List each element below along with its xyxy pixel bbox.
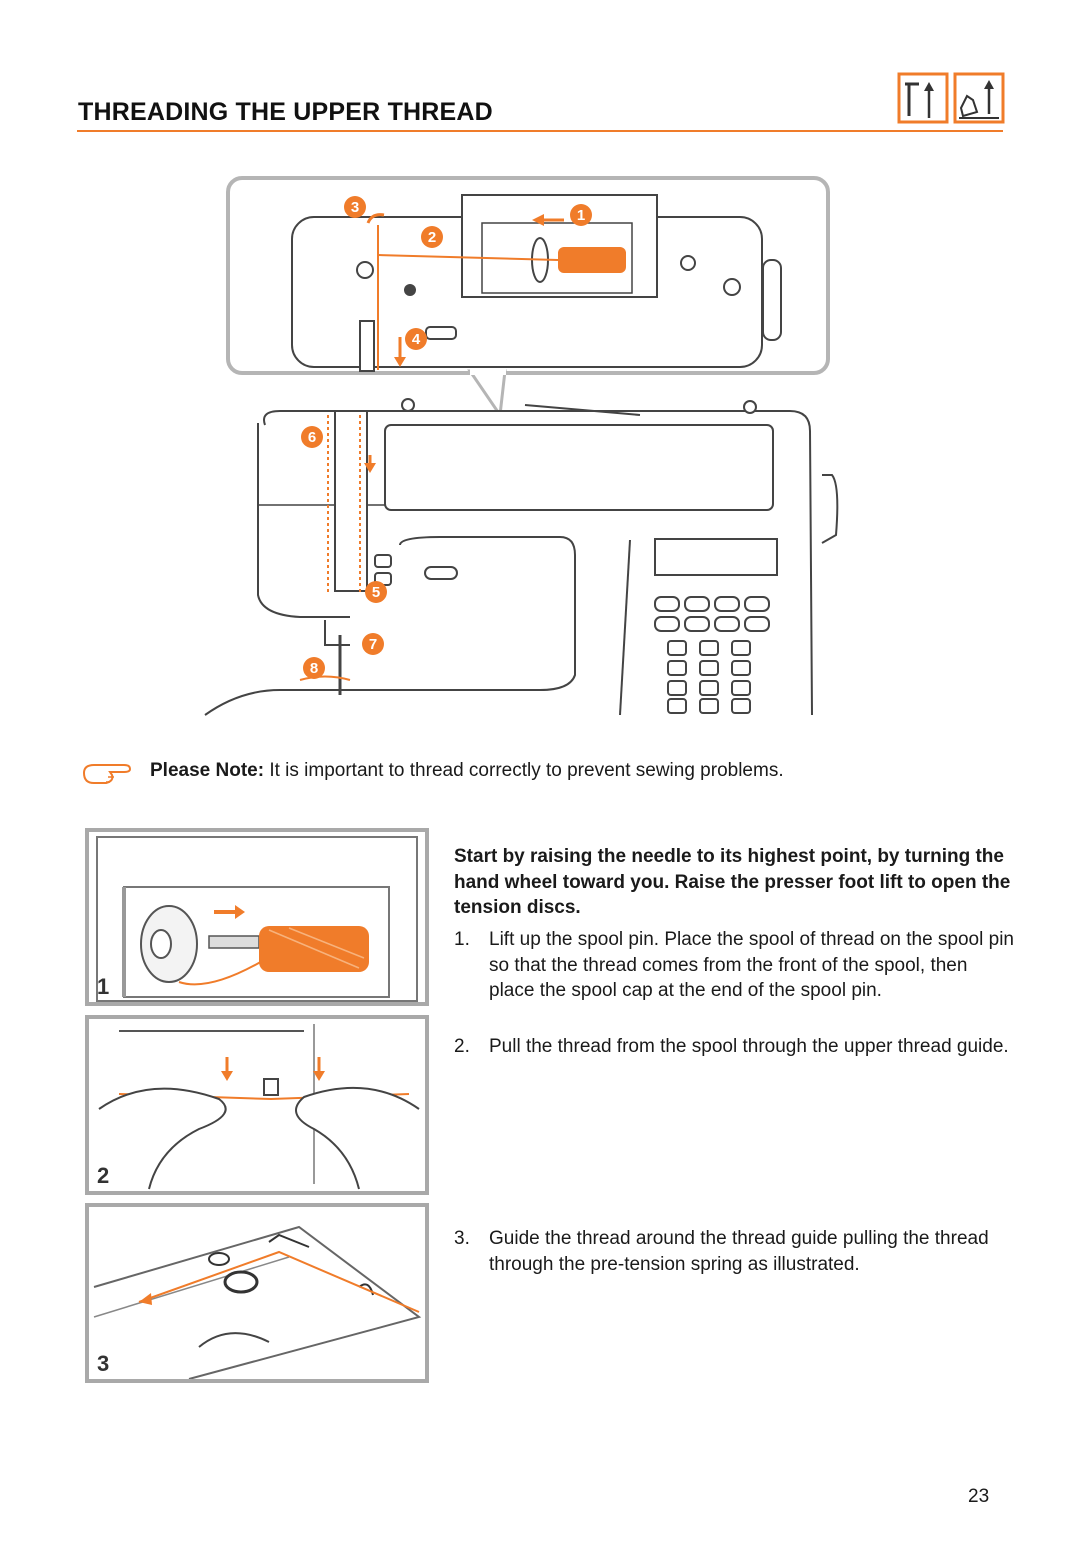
callout-8: 8 bbox=[303, 657, 325, 679]
step-panel-1: 1 bbox=[85, 828, 429, 1006]
svg-text:1: 1 bbox=[577, 207, 585, 224]
note-body: It is important to thread correctly to p… bbox=[264, 760, 784, 781]
needle-up-icon bbox=[897, 72, 949, 124]
step-text: Pull the thread from the spool through t… bbox=[489, 1036, 1009, 1057]
callout-1: 1 bbox=[570, 204, 592, 226]
pre-tension-spring-illustration bbox=[93, 1225, 422, 1379]
svg-text:5: 5 bbox=[372, 584, 380, 601]
step-number: 3. bbox=[454, 1228, 470, 1249]
svg-text:7: 7 bbox=[369, 636, 377, 653]
page-title: THREADING THE UPPER THREAD bbox=[78, 98, 493, 126]
callout-3: 3 bbox=[344, 196, 366, 218]
sewing-machine-body bbox=[204, 398, 839, 716]
panel-number: 1 bbox=[97, 974, 110, 999]
svg-text:3: 3 bbox=[351, 199, 359, 216]
step-text: Guide the thread around the thread guide… bbox=[489, 1228, 989, 1275]
step-text: Lift up the spool pin. Place the spool o… bbox=[489, 929, 1014, 1001]
step-panel-3: 3 bbox=[85, 1203, 429, 1383]
top-view-inset bbox=[226, 176, 830, 420]
svg-text:4: 4 bbox=[412, 331, 421, 348]
step-2: 2. Pull the thread from the spool throug… bbox=[454, 1034, 1014, 1060]
pointing-hand-icon bbox=[82, 764, 132, 784]
callout-6: 6 bbox=[301, 426, 323, 448]
callout-2: 2 bbox=[421, 226, 443, 248]
step-number: 1. bbox=[454, 929, 470, 950]
step-number: 2. bbox=[454, 1036, 470, 1057]
title-underline bbox=[77, 130, 1003, 132]
svg-text:2: 2 bbox=[428, 229, 436, 246]
step-1: 1. Lift up the spool pin. Place the spoo… bbox=[454, 927, 1014, 1004]
spool-illustration bbox=[96, 836, 418, 1002]
threading-diagram: 1 2 3 4 5 6 7 8 bbox=[204, 176, 839, 716]
step-panel-2: 2 bbox=[85, 1015, 429, 1195]
callout-7: 7 bbox=[362, 633, 384, 655]
intro-instruction: Start by raising the needle to its highe… bbox=[454, 846, 1011, 918]
note-text: Please Note: It is important to thread c… bbox=[150, 760, 784, 782]
panel-number: 2 bbox=[97, 1163, 110, 1188]
callout-markers: 1 2 3 4 5 6 7 8 bbox=[301, 196, 592, 679]
step-3: 3. Guide the thread around the thread gu… bbox=[454, 1226, 1014, 1277]
svg-text:8: 8 bbox=[310, 660, 318, 677]
presser-foot-up-icon bbox=[953, 72, 1005, 124]
note-label: Please Note: bbox=[150, 760, 265, 781]
panel-number: 3 bbox=[97, 1351, 110, 1376]
thread-guide-illustration bbox=[98, 1024, 420, 1190]
page-number: 23 bbox=[968, 1486, 990, 1507]
callout-5: 5 bbox=[365, 581, 387, 603]
svg-text:6: 6 bbox=[308, 429, 316, 446]
header-icons bbox=[897, 72, 1005, 124]
callout-4: 4 bbox=[405, 328, 427, 350]
